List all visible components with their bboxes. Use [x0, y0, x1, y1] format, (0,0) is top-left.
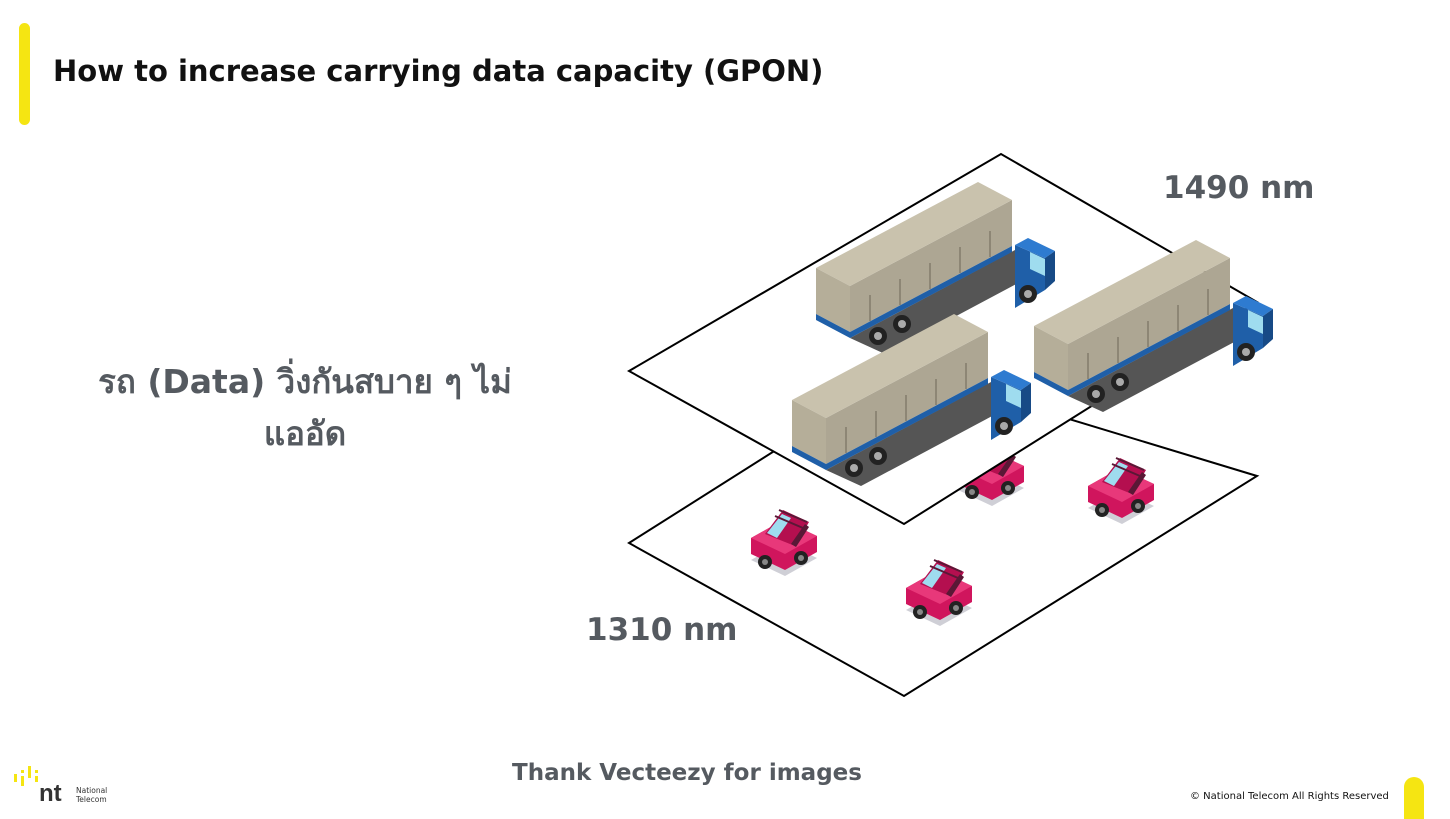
- logo-company-name: National Telecom: [76, 786, 126, 804]
- wavelength-1310-label: 1310 nm: [586, 612, 738, 648]
- wavelength-1490-label: 1490 nm: [1163, 170, 1315, 206]
- corner-accent: [1404, 777, 1424, 819]
- copyright-notice: © National Telecom All Rights Reserved: [1190, 791, 1389, 802]
- logo-signal-bar: [35, 776, 38, 782]
- lane-illustration: [626, 152, 1274, 698]
- logo-signal-bar: [35, 770, 38, 773]
- description-line-1: รถ (Data) วิ่งกันสบาย ๆ ไม่: [98, 362, 512, 401]
- title-accent-bar: [19, 23, 30, 125]
- image-credit: Thank Vecteezy for images: [512, 760, 862, 786]
- logo-name-line-2: Telecom: [76, 795, 107, 804]
- logo-wordmark: nt: [39, 780, 62, 804]
- logo-signal-bar: [21, 776, 24, 786]
- logo-name-line-1: National: [76, 786, 108, 795]
- slide-title: How to increase carrying data capacity (…: [53, 54, 824, 88]
- logo-signal-bar: [21, 770, 24, 773]
- description-line-2: แออัด: [263, 414, 347, 453]
- slide-description: รถ (Data) วิ่งกันสบาย ๆ ไม่ แออัด: [85, 356, 525, 460]
- logo-signal-bar: [14, 774, 17, 782]
- nt-logo: nt: [14, 766, 62, 804]
- logo-signal-bar: [28, 766, 31, 778]
